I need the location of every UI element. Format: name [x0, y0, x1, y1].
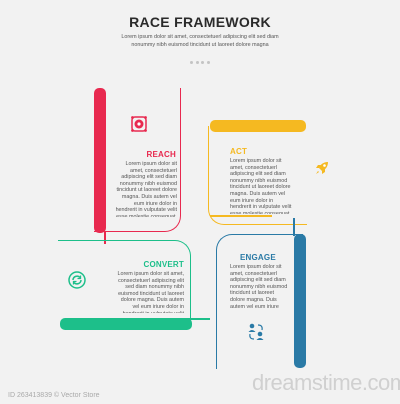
refresh-icon — [68, 271, 86, 289]
engage-text: Lorem ipsum dolor sit amet, consectetuer… — [230, 264, 288, 308]
reach-text: Lorem ipsum dolor sit amet, consectetuer… — [115, 161, 177, 217]
act-bar — [210, 120, 306, 132]
dot — [206, 61, 210, 64]
engage-connector — [293, 218, 295, 236]
reach-outline — [94, 88, 181, 232]
page-subtitle: Lorem ipsum dolor sit amet, consectetuer… — [121, 34, 279, 48]
engage-card — [216, 220, 308, 370]
people-exchange-icon — [247, 322, 265, 342]
watermark-text: dreamstime.com — [252, 370, 400, 395]
act-outline — [208, 126, 307, 225]
act-card — [208, 120, 308, 230]
convert-bar — [60, 318, 192, 330]
act-title: ACT — [230, 147, 248, 156]
watermark-id: ID 263413839 © Vector Store — [8, 392, 100, 399]
reach-card — [94, 88, 184, 238]
dot — [195, 61, 199, 64]
page-title: RACE FRAMEWORK — [129, 14, 271, 30]
reach-connector — [104, 232, 106, 244]
engage-outline — [216, 234, 303, 369]
convert-connector — [140, 318, 210, 320]
reach-title: REACH — [146, 150, 176, 159]
act-text: Lorem ipsum dolor sit amet, consectetuer… — [230, 158, 292, 214]
convert-text: Lorem ipsum dolor sit amet, consectetuer… — [117, 271, 184, 313]
engage-title: ENGAGE — [240, 253, 276, 262]
engage-bar — [294, 234, 306, 368]
convert-title: CONVERT — [143, 260, 184, 269]
target-icon — [131, 116, 147, 132]
rocket-icon — [314, 160, 330, 176]
dot — [201, 61, 205, 64]
reach-bar — [94, 88, 106, 233]
act-connector — [210, 215, 272, 217]
convert-card — [58, 240, 194, 332]
convert-outline — [58, 240, 191, 321]
dot — [190, 61, 193, 64]
pager-dots — [190, 61, 210, 64]
